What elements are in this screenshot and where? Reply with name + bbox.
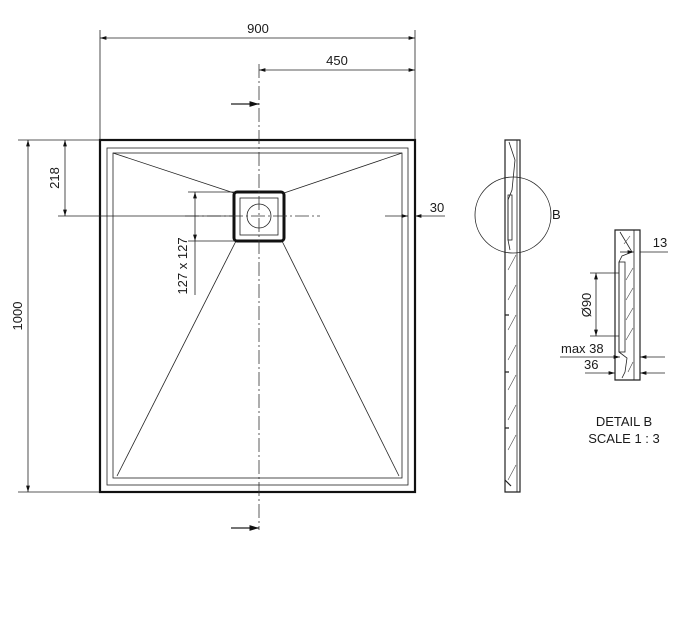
- dim-max-38: max 38: [561, 341, 604, 356]
- slope-lines: [112, 152, 403, 477]
- dimensions: 900 450 1000 218 127 x 127 30: [10, 21, 445, 493]
- dim-diameter-90: Ø90: [579, 293, 594, 318]
- detail-scale: SCALE 1 : 3: [588, 431, 660, 446]
- dim-127x127: 127 x 127: [175, 237, 190, 294]
- detail-b: 13 Ø90 max 38 36 DETAIL B SCALE 1 : 3: [560, 229, 668, 446]
- tray-inner-edge: [106, 147, 409, 486]
- dim-218: 218: [47, 167, 62, 189]
- dim-1000: 1000: [10, 302, 25, 331]
- dim-450: 450: [326, 53, 348, 68]
- plan-view: [98, 64, 417, 531]
- dim-13: 13: [653, 235, 667, 250]
- detail-title: DETAIL B: [596, 414, 652, 429]
- detail-b-circle: [474, 176, 552, 254]
- detail-marker: B: [552, 207, 561, 222]
- tray-slope-edge: [112, 152, 403, 479]
- dim-30: 30: [430, 200, 444, 215]
- dim-900: 900: [247, 21, 269, 36]
- dim-36: 36: [584, 357, 598, 372]
- tray-outline: [98, 138, 417, 494]
- side-section: B: [474, 139, 561, 493]
